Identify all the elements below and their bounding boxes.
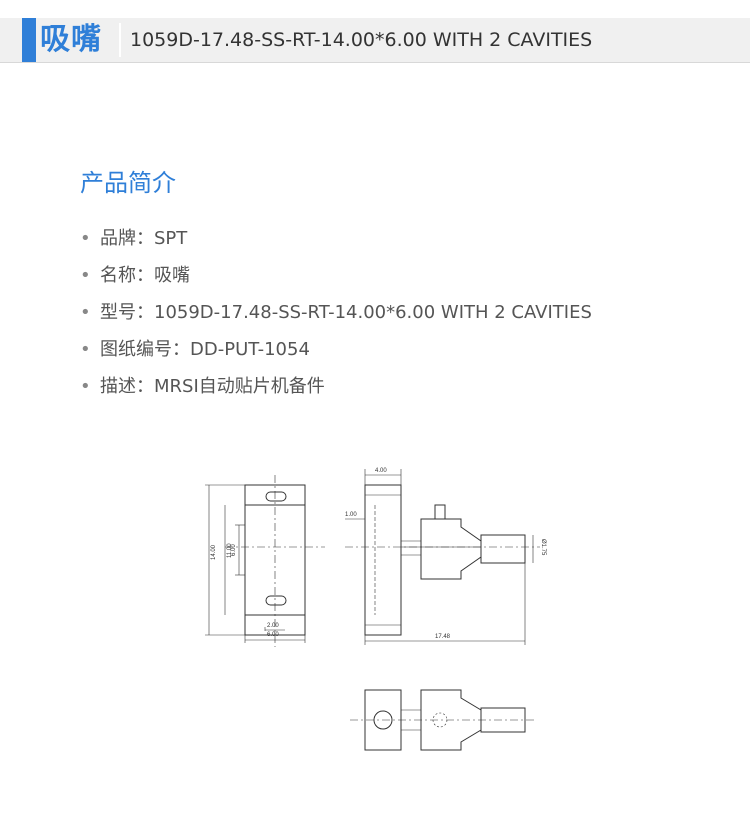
spec-label: 品牌 bbox=[100, 228, 136, 249]
product-name: 吸嘴 bbox=[40, 22, 102, 57]
technical-drawing: 14.00 11.00 6.00 2.00 6.00 4.00 1.00 17.… bbox=[205, 468, 546, 751]
spec-value: MRSI自动贴片机备件 bbox=[154, 376, 325, 397]
front-view bbox=[205, 475, 325, 647]
spec-value: 吸嘴 bbox=[154, 265, 190, 286]
bullet-icon: • bbox=[80, 339, 91, 360]
dim-step: 1.00 bbox=[345, 512, 357, 518]
dim-left-inner: 11.00 bbox=[227, 543, 233, 558]
section-title: 产品简介 bbox=[80, 169, 176, 197]
dim-top-width: 4.00 bbox=[375, 468, 387, 474]
dim-left-small-width: 2.00 bbox=[267, 623, 279, 629]
spec-list: •品牌：SPT •名称：吸嘴 •型号：1059D-17.48-SS-RT-14.… bbox=[80, 222, 592, 407]
dim-left-core: 6.00 bbox=[231, 544, 237, 556]
dim-left-width: 6.00 bbox=[267, 632, 279, 638]
dim-left-height: 14.00 bbox=[211, 544, 217, 560]
spec-label: 型号 bbox=[100, 302, 136, 323]
bottom-view bbox=[350, 689, 535, 751]
title-separator bbox=[119, 23, 121, 57]
spec-item-description: •描述：MRSI自动贴片机备件 bbox=[80, 370, 592, 407]
spec-label: 名称 bbox=[100, 265, 136, 286]
bullet-icon: • bbox=[80, 376, 91, 397]
title-bar: 吸嘴 1059D-17.48-SS-RT-14.00*6.00 WITH 2 C… bbox=[0, 18, 750, 63]
spec-item-brand: •品牌：SPT bbox=[80, 222, 592, 259]
spec-value: SPT bbox=[154, 228, 188, 249]
bullet-icon: • bbox=[80, 265, 91, 286]
dim-diameter: Ø1.75 bbox=[540, 539, 546, 556]
side-view bbox=[345, 469, 540, 645]
dim-length: 17.48 bbox=[435, 634, 451, 640]
spec-value: DD-PUT-1054 bbox=[190, 339, 310, 360]
spec-label: 描述 bbox=[100, 376, 136, 397]
spec-item-model: •型号：1059D-17.48-SS-RT-14.00*6.00 WITH 2 … bbox=[80, 296, 592, 333]
spec-item-drawing-number: •图纸编号：DD-PUT-1054 bbox=[80, 333, 592, 370]
product-model: 1059D-17.48-SS-RT-14.00*6.00 WITH 2 CAVI… bbox=[130, 29, 593, 51]
spec-item-name: •名称：吸嘴 bbox=[80, 259, 592, 296]
bullet-icon: • bbox=[80, 228, 91, 249]
bullet-icon: • bbox=[80, 302, 91, 323]
spec-label: 图纸编号 bbox=[100, 339, 172, 360]
title-accent-bar bbox=[22, 18, 36, 62]
spec-value: 1059D-17.48-SS-RT-14.00*6.00 WITH 2 CAVI… bbox=[154, 302, 592, 323]
